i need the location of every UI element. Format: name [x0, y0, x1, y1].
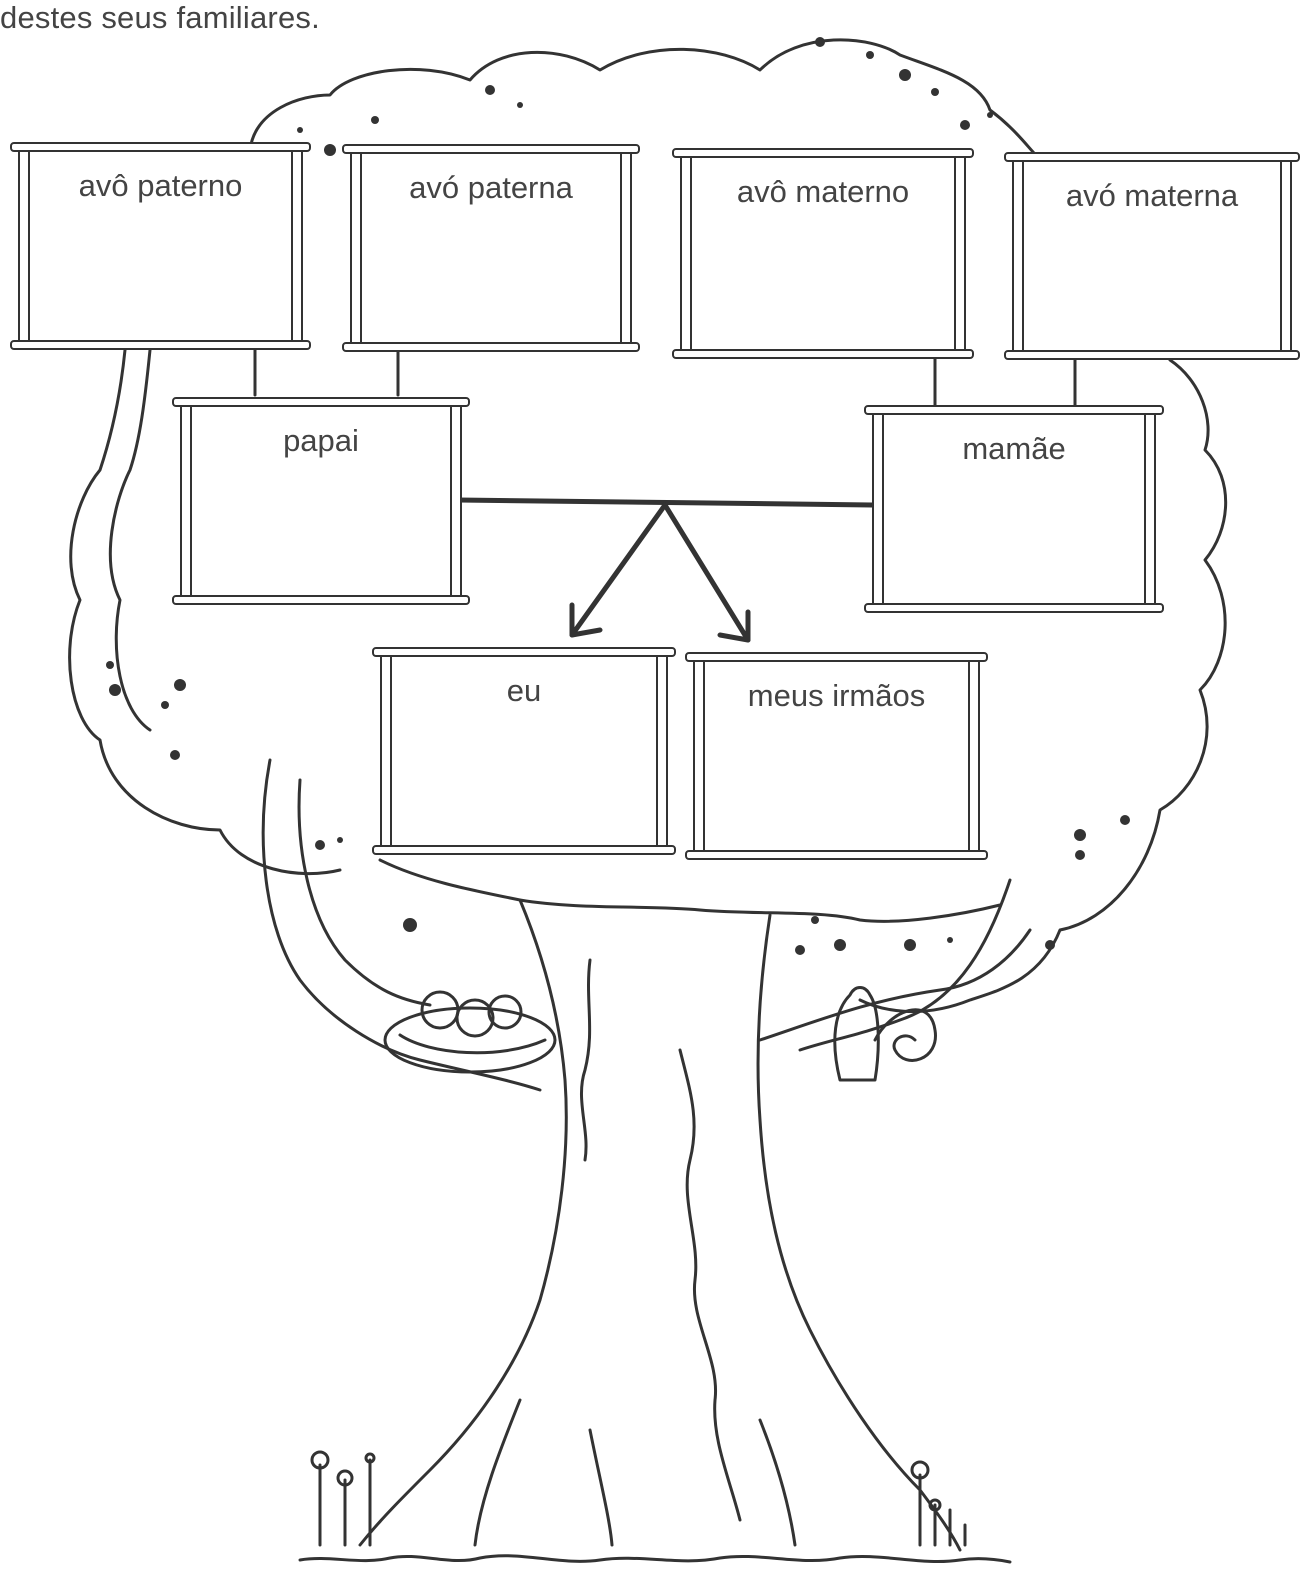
- frame-mother[interactable]: mamãe: [864, 405, 1164, 613]
- intro-text: destes seus familiares.: [0, 0, 320, 35]
- frame-me[interactable]: eu: [372, 647, 676, 855]
- trunk-root-right: [758, 1418, 797, 1547]
- label-maternal-grandfather: avô materno: [736, 174, 910, 209]
- branch-right: [758, 928, 1032, 1042]
- flower-left-1: [310, 1450, 330, 1470]
- label-paternal-grandfather: avô paterno: [78, 168, 243, 203]
- frame-paternal-grandfather[interactable]: avô paterno: [10, 142, 311, 350]
- arrow-head-me: [569, 602, 603, 638]
- canopy-outline: [248, 38, 1228, 1052]
- frame-maternal-grandmother[interactable]: avó materna: [1004, 152, 1300, 360]
- canopy-dots: [106, 37, 1130, 955]
- label-father: papai: [283, 423, 359, 458]
- trunk-crack-1: [580, 958, 592, 1162]
- flowers-left: [318, 1458, 372, 1547]
- trunk-root-left: [473, 1398, 522, 1547]
- arrow-to-siblings: [662, 502, 751, 643]
- frame-father[interactable]: papai: [172, 397, 470, 605]
- label-mother: mamãe: [962, 431, 1066, 466]
- frame-siblings[interactable]: meus irmãos: [685, 652, 988, 860]
- label-maternal-grandmother: avó materna: [1065, 178, 1239, 213]
- egg-2: [455, 998, 495, 1038]
- label-paternal-grandmother: avó paterna: [409, 170, 573, 205]
- canopy-bottom: [378, 858, 1002, 923]
- frame-maternal-grandfather[interactable]: avô materno: [672, 148, 974, 359]
- label-siblings: meus irmãos: [747, 678, 926, 713]
- label-me: eu: [506, 673, 542, 708]
- flower-left-3: [364, 1452, 376, 1464]
- connector-parents: [455, 497, 875, 508]
- trunk-root-center: [588, 1428, 614, 1547]
- nest-inner: [398, 1033, 547, 1055]
- arrow-to-me: [569, 502, 668, 638]
- arrow-head-siblings: [717, 609, 751, 643]
- nest: [383, 1006, 557, 1074]
- trunk-crack-2: [678, 1048, 742, 1522]
- branch-left-inner: [297, 778, 432, 1007]
- squirrel: [833, 986, 937, 1082]
- flower-right-2: [928, 1498, 942, 1512]
- flower-right-1: [910, 1460, 930, 1480]
- egg-3: [487, 994, 523, 1030]
- flowers-right: [918, 1473, 967, 1547]
- frame-paternal-grandmother[interactable]: avó paterna: [342, 144, 640, 352]
- canopy-left: [68, 348, 342, 876]
- ground-line: [298, 1554, 1012, 1564]
- flower-left-2: [336, 1469, 354, 1487]
